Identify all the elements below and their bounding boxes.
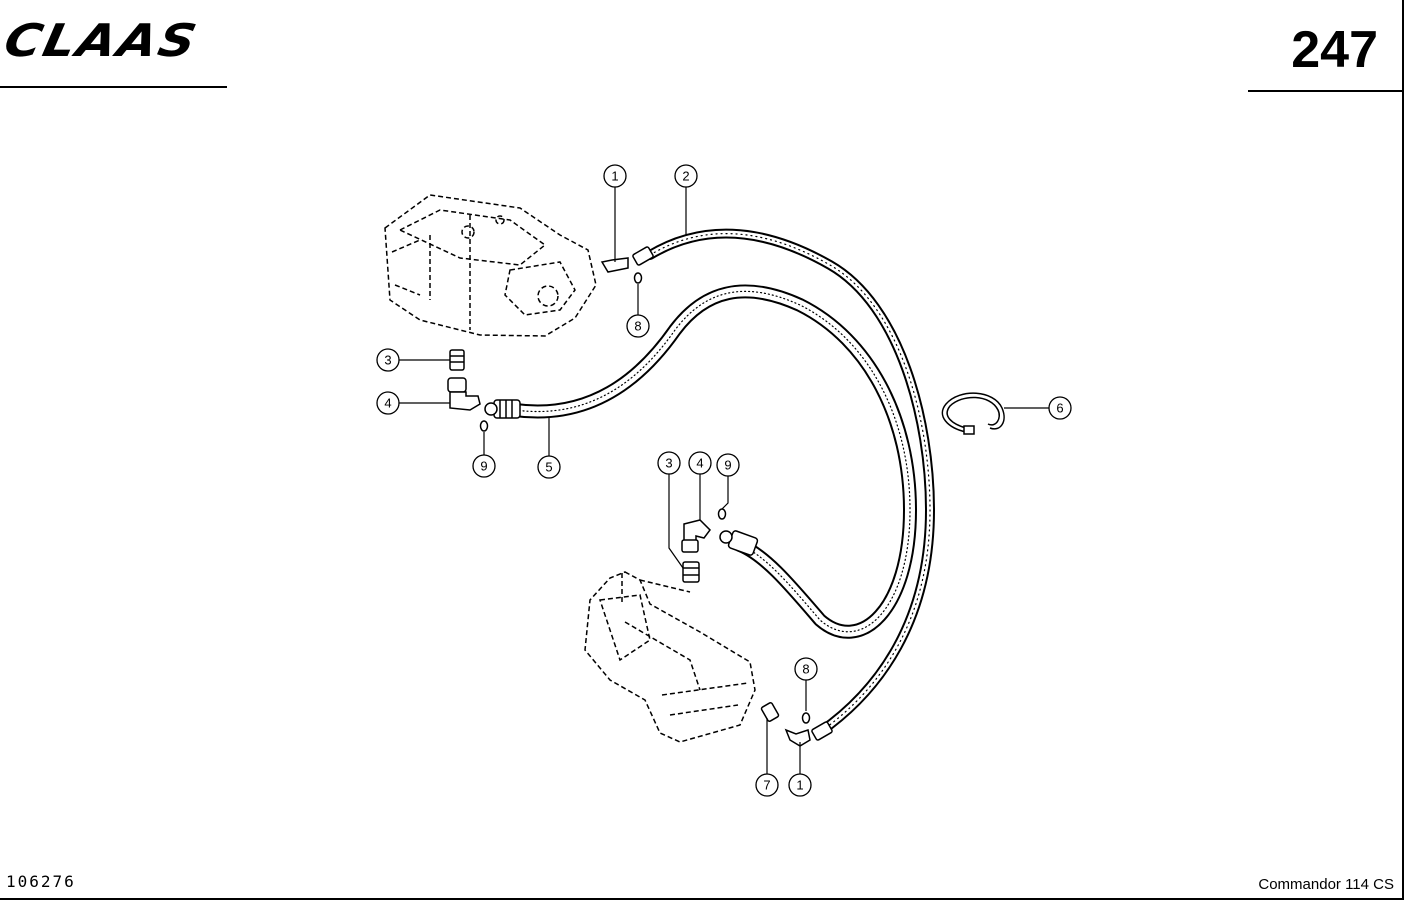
model-name: Commandor 114 CS	[1258, 876, 1394, 893]
svg-text:1: 1	[611, 169, 618, 184]
callout-5: 5	[537, 455, 561, 479]
svg-text:8: 8	[634, 319, 641, 334]
drawing-number: 106276	[6, 872, 76, 891]
callout-8-top: 8	[626, 314, 650, 338]
svg-text:5: 5	[545, 460, 552, 475]
svg-text:3: 3	[384, 353, 391, 368]
svg-text:6: 6	[1056, 401, 1063, 416]
elbow-fitting-1-bottom	[784, 728, 811, 747]
callout-4-middle: 4	[688, 451, 712, 475]
hose-5-end-right	[719, 530, 759, 556]
adapter-3-middle	[682, 561, 700, 583]
elbow-fitting-4-left	[447, 377, 481, 411]
hose-clamp-6	[941, 392, 1005, 435]
callout-2: 2	[674, 164, 698, 188]
callout-3-middle: 3	[657, 451, 681, 475]
callout-9-left: 9	[472, 454, 496, 478]
callout-4-left: 4	[376, 391, 400, 415]
callout-7: 7	[755, 773, 779, 797]
svg-text:7: 7	[763, 778, 770, 793]
callout-1-top: 1	[603, 164, 627, 188]
header-rule-left	[0, 86, 227, 88]
svg-text:1: 1	[796, 778, 803, 793]
page-number: 247	[1291, 21, 1378, 79]
hose-2-end-top	[632, 246, 654, 266]
elbow-fitting-4-middle	[681, 519, 711, 553]
svg-text:2: 2	[682, 169, 689, 184]
o-rings	[479, 272, 811, 724]
svg-text:9: 9	[724, 458, 731, 473]
callout-6: 6	[1048, 396, 1072, 420]
hose-5	[508, 284, 918, 639]
hose-5-end-left	[484, 399, 521, 419]
motor-housing-outline	[584, 571, 756, 743]
elbow-fitting-1-top	[600, 257, 629, 273]
pump-housing-outline	[384, 194, 597, 337]
callout-1-bottom: 1	[788, 773, 812, 797]
callout-9-middle: 9	[716, 453, 740, 477]
svg-text:4: 4	[696, 456, 703, 471]
adapter-3-left	[449, 349, 465, 371]
svg-text:3: 3	[665, 456, 672, 471]
svg-text:8: 8	[802, 662, 809, 677]
callout-8-bottom: 8	[794, 657, 818, 681]
svg-text:9: 9	[480, 459, 487, 474]
fitting-7	[760, 702, 780, 722]
svg-text:4: 4	[384, 396, 391, 411]
hose-2	[645, 228, 936, 737]
callout-3-left: 3	[376, 348, 400, 372]
hose-2-end-bottom	[811, 721, 833, 741]
header-rule-right	[1248, 90, 1402, 92]
leader-lines	[399, 187, 1049, 774]
